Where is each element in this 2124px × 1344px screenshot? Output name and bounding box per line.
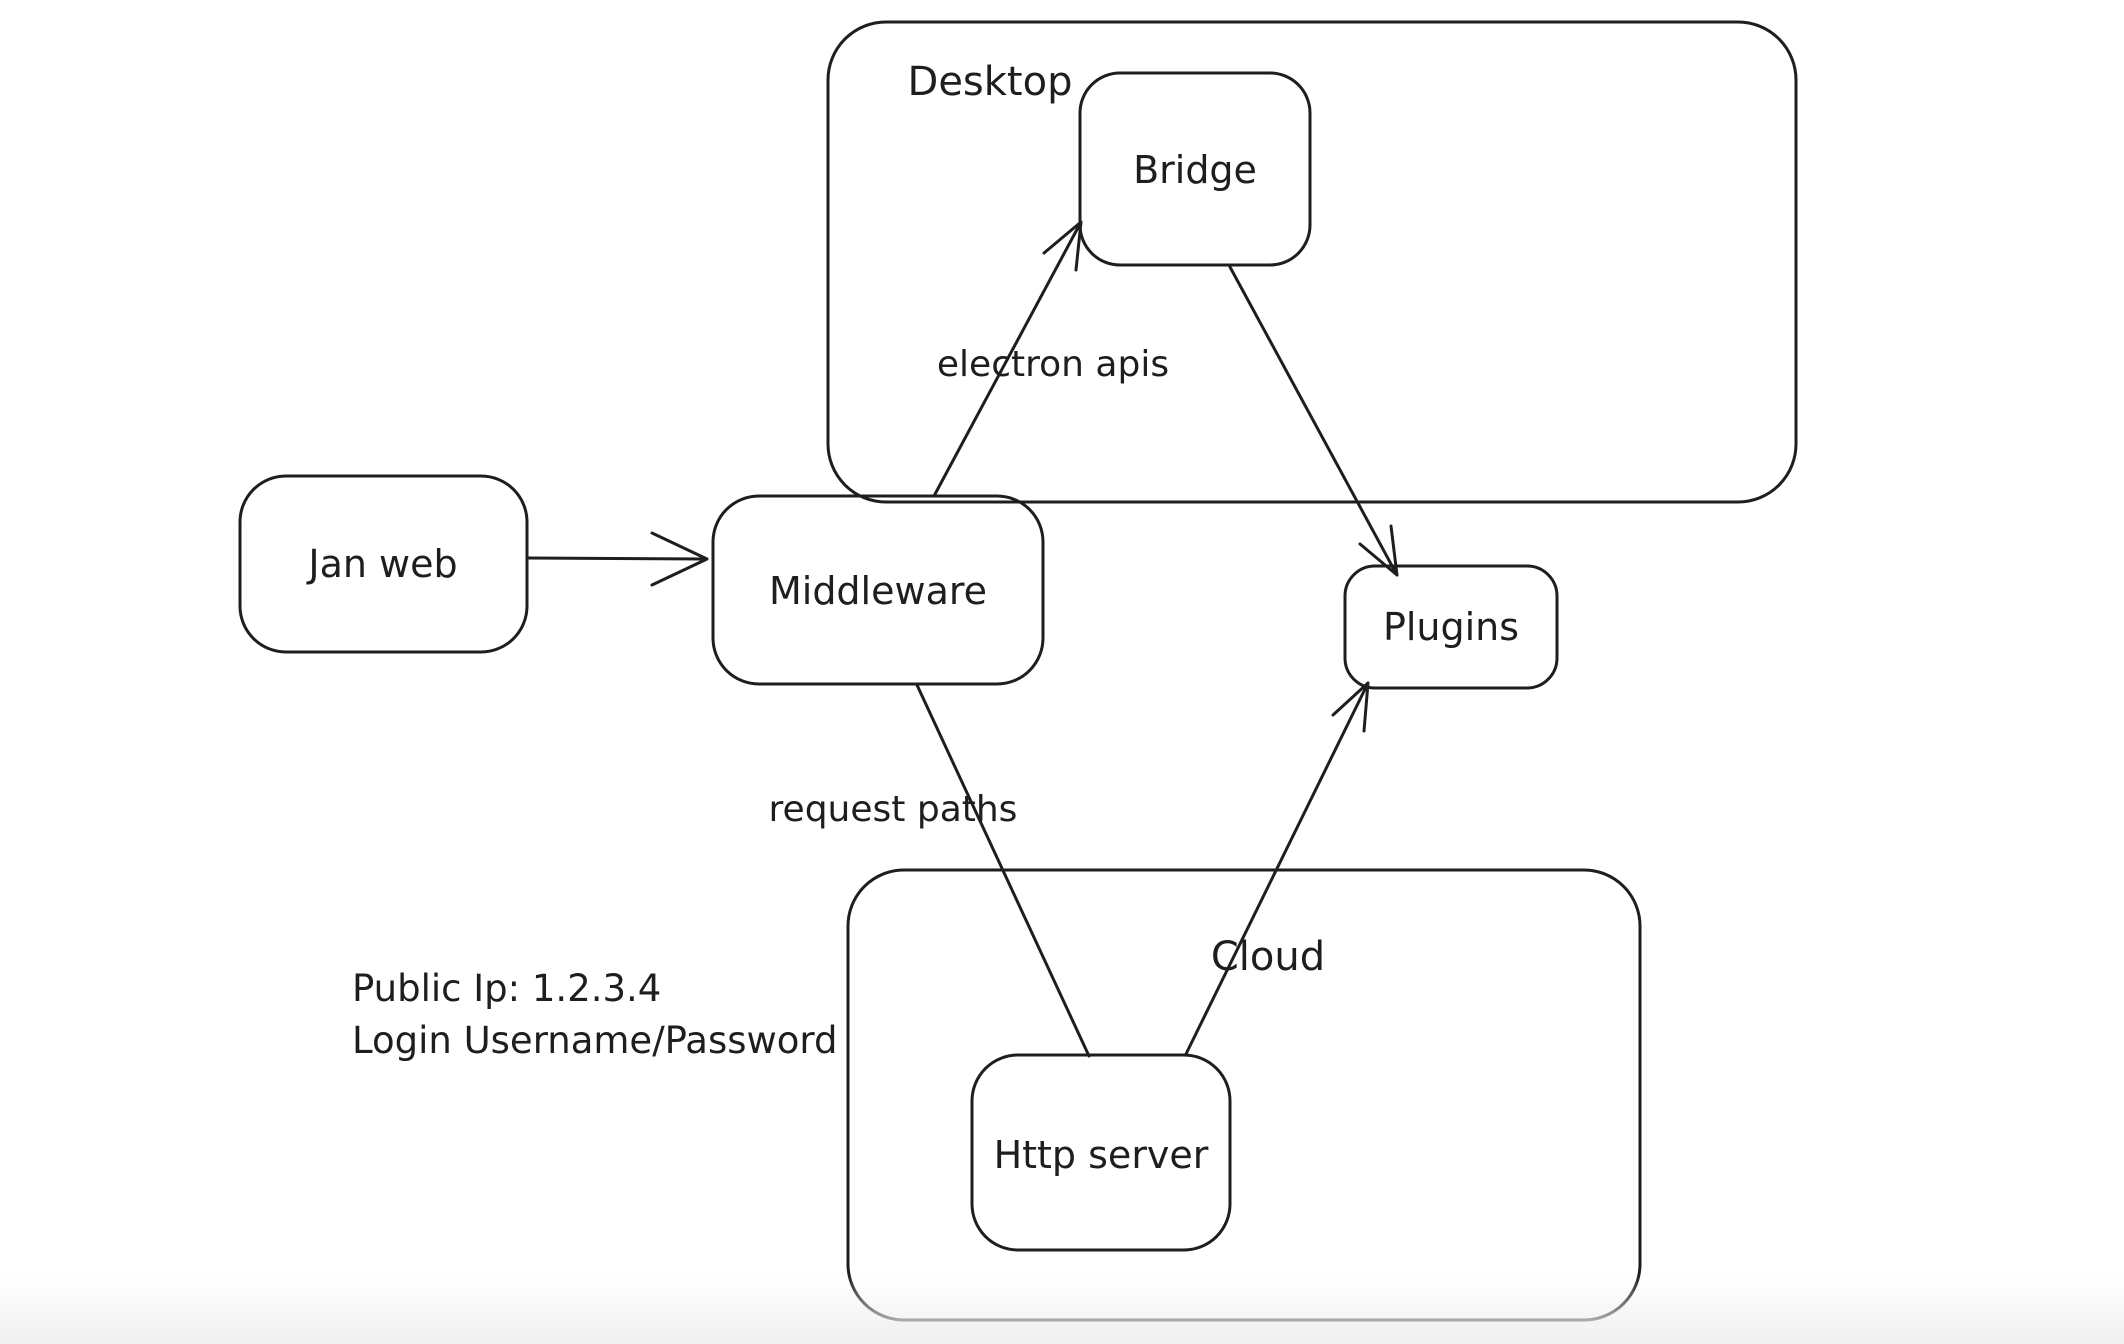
- line-middleware-to-httpserver[interactable]: [915, 683, 1091, 1058]
- arrow-janweb-to-middleware[interactable]: [526, 531, 709, 587]
- cloud-container-label[interactable]: Cloud: [1211, 934, 1325, 980]
- arrow-httpserver-to-plugins[interactable]: [1184, 681, 1370, 1056]
- desktop-container-label[interactable]: Desktop: [908, 59, 1073, 105]
- middleware-node[interactable]: [711, 494, 1045, 686]
- plugins-node[interactable]: [1343, 564, 1559, 690]
- jan-web-label: Jan web: [306, 542, 457, 586]
- edge-label-electron-apis[interactable]: electron apis: [937, 344, 1169, 385]
- http-server-node[interactable]: [970, 1053, 1232, 1252]
- annotation-public-ip[interactable]: Public Ip: 1.2.3.4: [352, 967, 661, 1010]
- bridge-label: Bridge: [1133, 148, 1257, 192]
- edge-label-request-paths[interactable]: request paths: [769, 789, 1018, 830]
- annotation-login[interactable]: Login Username/Password: [352, 1019, 837, 1062]
- desktop-container-box[interactable]: [826, 20, 1798, 504]
- middleware-label: Middleware: [769, 569, 987, 613]
- plugins-label: Plugins: [1383, 605, 1519, 649]
- jan-web-node[interactable]: [238, 474, 529, 654]
- http-server-label: Http server: [994, 1133, 1209, 1177]
- arrow-middleware-to-bridge[interactable]: [932, 220, 1083, 498]
- arrow-bridge-to-plugins[interactable]: [1228, 265, 1399, 577]
- bridge-node[interactable]: [1078, 71, 1312, 267]
